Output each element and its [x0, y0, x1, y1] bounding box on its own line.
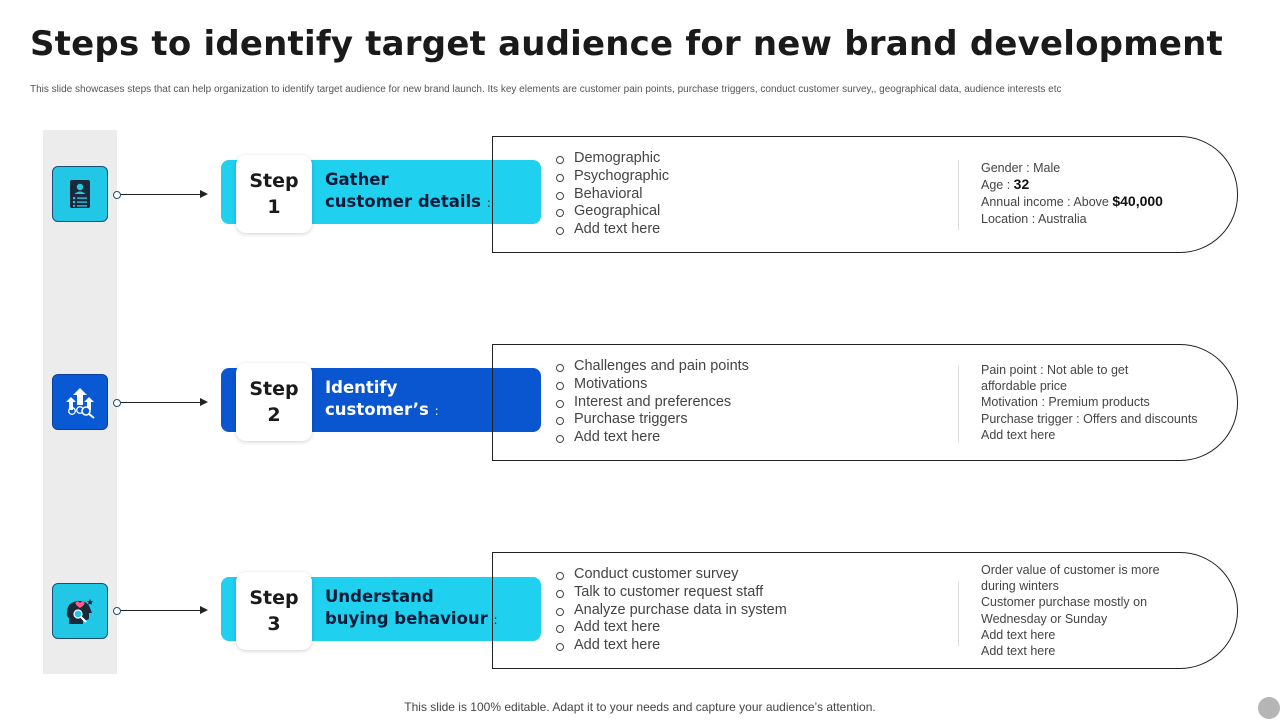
- head-heart-search-icon: [52, 583, 108, 639]
- growth-search-icon: [52, 374, 108, 430]
- detail-line: Add text here: [981, 627, 1056, 642]
- step-1-heading: Gather customer details :: [325, 170, 491, 211]
- step-1-divider: [958, 160, 959, 230]
- step-2-outline: [492, 344, 1238, 461]
- list-item: Behavioral: [556, 186, 669, 204]
- step-1-list: Demographic Psychographic Behavioral Geo…: [556, 150, 669, 239]
- step-3-divider: [958, 582, 959, 646]
- step-1-outline: [492, 136, 1238, 253]
- list-item: Interest and preferences: [556, 394, 749, 412]
- list-item: Add text here: [556, 221, 669, 239]
- step-2-label: Step: [249, 378, 299, 400]
- profile-list-icon: [52, 166, 108, 222]
- list-item: Geographical: [556, 203, 669, 221]
- list-item: Challenges and pain points: [556, 358, 749, 376]
- detail-line: Wednesday or Sunday: [981, 611, 1108, 626]
- corner-dot[interactable]: [1258, 697, 1280, 719]
- list-item: Demographic: [556, 150, 669, 168]
- step-3-label: Step: [249, 587, 299, 609]
- step-1-label: Step: [249, 170, 299, 192]
- detail-line: Motivation : Premium products: [981, 395, 1150, 410]
- detail-line: Pain point : Not able to get: [981, 363, 1129, 377]
- page-subtitle: This slide showcases steps that can help…: [30, 84, 1062, 95]
- step-3-connector: [113, 606, 208, 615]
- page-title: Steps to identify target audience for ne…: [30, 24, 1223, 64]
- footer-note: This slide is 100% editable. Adapt it to…: [404, 700, 876, 714]
- list-item: Psychographic: [556, 168, 669, 186]
- step-2-list: Challenges and pain points Motivations I…: [556, 358, 749, 447]
- step-3-card: Step 3: [236, 572, 312, 650]
- list-item: Add text here: [556, 637, 787, 655]
- detail-line: Add text here: [981, 427, 1056, 442]
- list-item: Motivations: [556, 376, 749, 394]
- step-3-number: 3: [267, 613, 281, 635]
- list-item: Add text here: [556, 619, 787, 637]
- step-3-heading: Understand buying behaviour :: [325, 587, 498, 628]
- detail-line: Add text here: [981, 644, 1056, 659]
- step-2-divider: [958, 366, 959, 442]
- step-1-card: Step 1: [236, 155, 312, 233]
- step-1-number: 1: [267, 196, 281, 218]
- list-item: Add text here: [556, 429, 749, 447]
- detail-line: affordable price: [981, 379, 1067, 394]
- detail-line: Annual income : Above $40,000: [981, 193, 1163, 210]
- list-item: Analyze purchase data in system: [556, 602, 787, 620]
- step-2-number: 2: [267, 404, 281, 426]
- step-3-list: Conduct customer survey Talk to customer…: [556, 566, 787, 655]
- detail-line: Purchase trigger : Offers and discounts: [981, 411, 1198, 426]
- list-item: Talk to customer request staff: [556, 584, 787, 602]
- detail-line: Location : Australia: [981, 211, 1087, 226]
- detail-line: during winters: [981, 579, 1059, 594]
- step-1-details: Gender : Male Age : 32 Annual income : A…: [981, 160, 1163, 227]
- detail-line: Order value of customer is more: [981, 563, 1160, 577]
- step-2-details: Pain point : Not able to get affordable …: [981, 362, 1198, 443]
- list-item: Purchase triggers: [556, 411, 749, 429]
- list-item: Conduct customer survey: [556, 566, 787, 584]
- step-2-connector: [113, 398, 208, 407]
- step-3-details: Order value of customer is more during w…: [981, 562, 1160, 659]
- step-2-card: Step 2: [236, 363, 312, 441]
- step-3-outline: [492, 552, 1238, 669]
- step-1-connector: [113, 190, 208, 199]
- detail-line: Age : 32: [981, 176, 1030, 193]
- step-2-heading: Identify customer’s :: [325, 378, 439, 419]
- detail-line: Customer purchase mostly on: [981, 595, 1148, 610]
- detail-line: Gender : Male: [981, 161, 1061, 175]
